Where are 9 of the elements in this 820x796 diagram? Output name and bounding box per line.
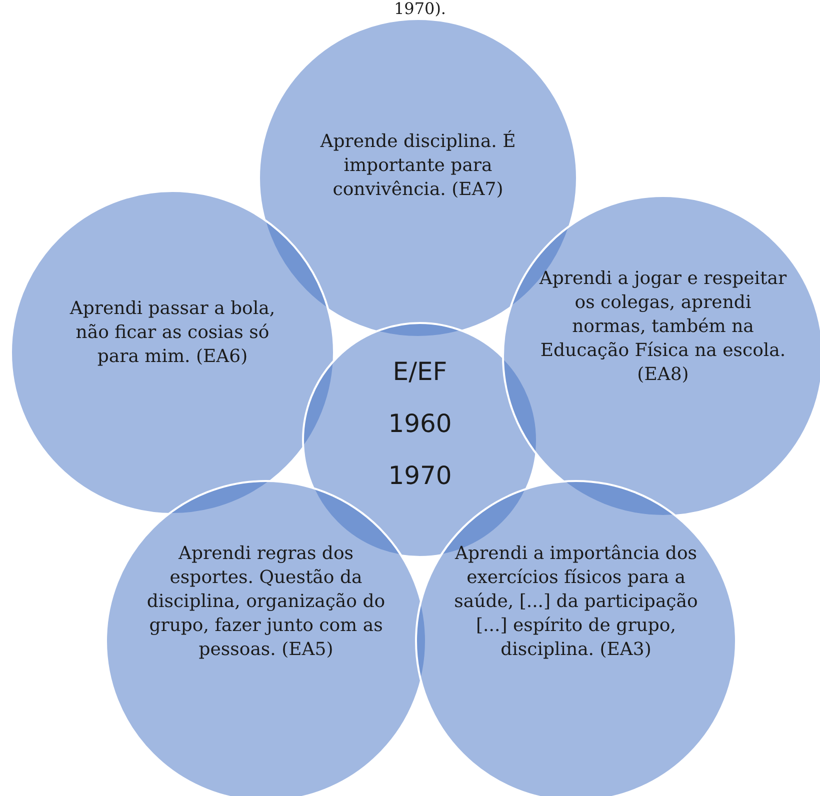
- circle-text: 1970: [387, 460, 453, 492]
- caption-text: 1970).: [392, 0, 448, 18]
- circle-text: Aprendi a importância dos exercícios físicos para a saúde, [...] da participação [...] espírito de grupo, disciplina. (EA3): [453, 542, 699, 662]
- circle-text: Aprendi regras dos esportes. Questão da disciplina, organização do grupo, fazer junto com as pessoas. (EA5): [146, 542, 386, 662]
- circle-text: Aprendi passar a bola, não ficar as cosias só para mim. (EA6): [68, 297, 276, 369]
- circle-text: 1960: [387, 408, 453, 440]
- circle-text: Aprendi a jogar e respeitar os colegas, aprendi normas, também na Educação Física na escola. (EA8): [538, 267, 788, 387]
- circle-text: E/EF: [392, 356, 448, 388]
- circle-text: Aprende disciplina. É importante para convivência. (EA7): [319, 130, 517, 202]
